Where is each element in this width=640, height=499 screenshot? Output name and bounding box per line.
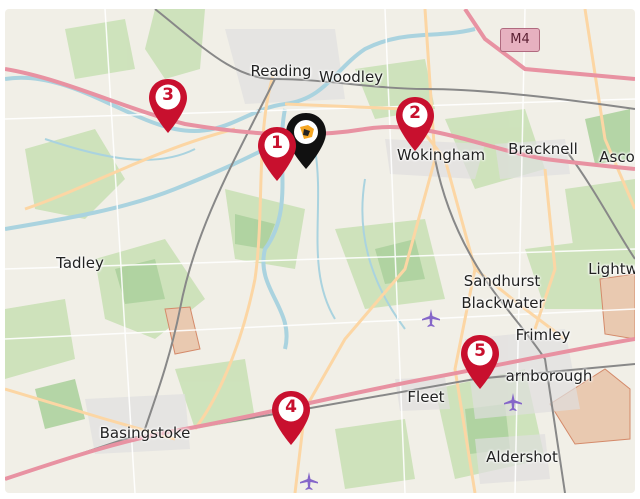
place-label-frimley: Frimley: [515, 326, 571, 344]
place-label-bracknell: Bracknell: [508, 140, 578, 158]
place-label-basingstoke: Basingstoke: [99, 424, 191, 442]
place-label-blackwater: Blackwater: [461, 294, 545, 312]
place-label-aldershot: Aldershot: [486, 448, 558, 466]
marker-number: 2: [409, 103, 421, 123]
map-base-layer: [5, 9, 635, 493]
place-label-lightwater: Lightw: [588, 260, 635, 278]
map-marker-2[interactable]: 2: [394, 95, 436, 153]
place-label-reading: Reading: [250, 62, 312, 80]
marker-number: 5: [474, 341, 486, 361]
map-marker-1[interactable]: 1: [256, 125, 298, 183]
place-label-fleet: Fleet: [407, 388, 445, 406]
place-label-woodley: Woodley: [318, 68, 384, 86]
map-marker-5[interactable]: 5: [459, 333, 501, 391]
place-label-ascot: Asco: [599, 148, 635, 166]
marker-number: 3: [162, 85, 174, 105]
place-label-tadley: Tadley: [56, 254, 104, 272]
marker-number: 1: [271, 133, 283, 153]
place-label-wokingham: Wokingham: [396, 146, 486, 164]
airport-icon: [503, 392, 523, 412]
airport-icon: [421, 308, 441, 328]
brand-logo-icon: [286, 113, 326, 169]
airport-icon: [299, 471, 319, 491]
map-marker-4[interactable]: 4: [270, 389, 312, 447]
map-view[interactable]: Reading Woodley Wokingham Bracknell Asco…: [5, 9, 635, 493]
place-label-sandhurst: Sandhurst: [463, 272, 541, 290]
map-marker-3[interactable]: 3: [147, 77, 189, 135]
road-shield-m4: M4: [500, 28, 540, 52]
home-location-marker[interactable]: [284, 111, 328, 171]
place-label-farnborough: arnborough: [505, 367, 593, 385]
marker-number: 4: [285, 397, 297, 417]
